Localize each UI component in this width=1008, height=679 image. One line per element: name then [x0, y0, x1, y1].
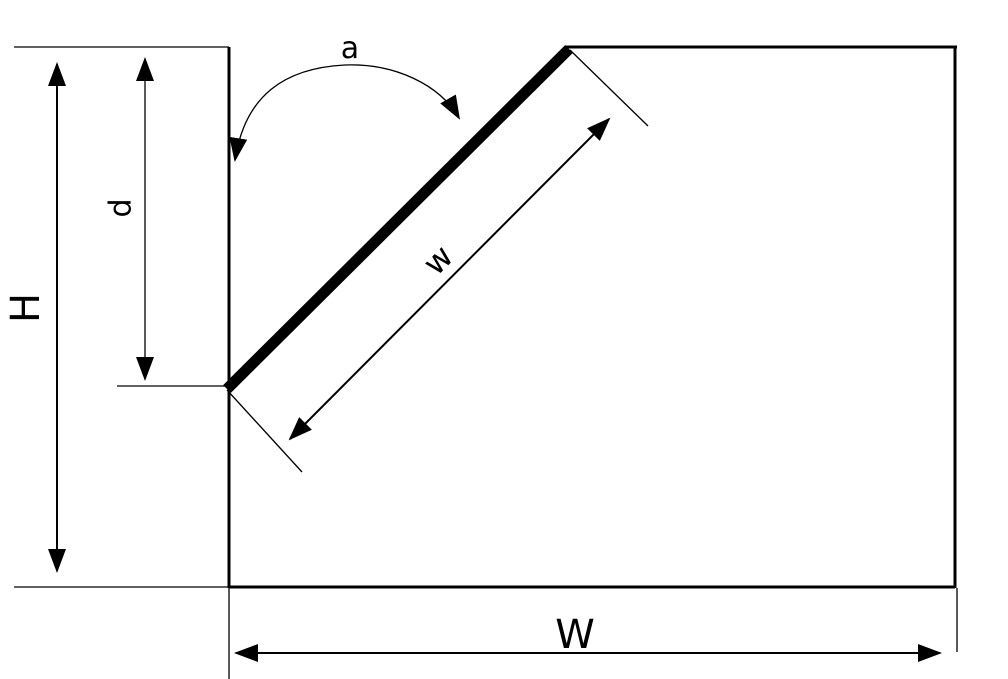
panel-bottom-extension-line — [226, 389, 303, 473]
depth-label: d — [104, 198, 139, 217]
panel-top-extension-line — [569, 49, 649, 127]
extension-lines — [14, 46, 958, 679]
tilted-panel — [223, 45, 573, 393]
height-label: H — [3, 293, 49, 323]
total-width-label: W — [555, 612, 595, 658]
angle-arc — [229, 64, 460, 162]
box-outline — [227, 45, 957, 589]
panel-width-dimension-line — [288, 117, 611, 441]
dimension-lines — [48, 57, 942, 662]
angle-label: a — [341, 31, 359, 66]
